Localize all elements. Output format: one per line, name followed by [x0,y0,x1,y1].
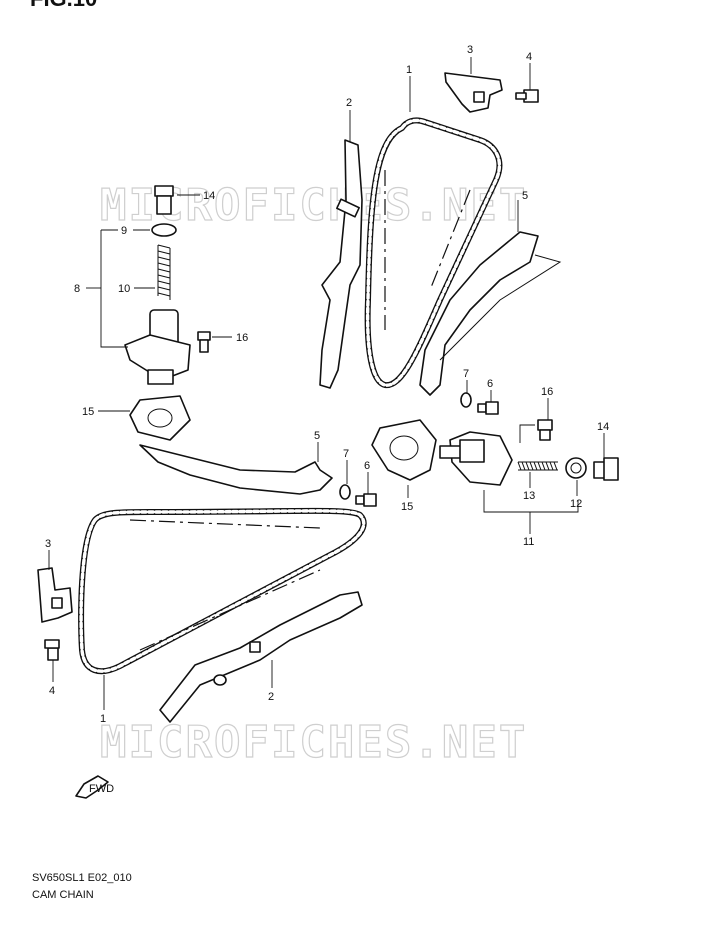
chain-guide-bottom [159,591,363,723]
chain-tensioner-body [124,309,191,385]
callout-2-top: 2 [346,97,352,109]
callout-16-right: 16 [541,386,553,398]
callout-9: 9 [121,225,127,237]
callout-7-right: 7 [463,368,469,380]
chain-tensioner-body-right [439,431,513,486]
washer-mid [339,484,351,500]
bracket-line-11 [483,490,579,513]
bolt-mid [355,493,377,507]
fwd-label: FWD [89,783,114,795]
cam-chain-top [364,117,503,389]
callout-15-left: 15 [82,406,94,418]
washer-right [460,392,472,408]
tensioner-spring [157,244,171,300]
callout-2-bottom: 2 [268,691,274,703]
callout-6-right: 6 [487,378,493,390]
bolt-bottom [44,639,60,661]
callout-5-right: 5 [522,190,528,202]
chain-guide-top [319,139,363,389]
callout-14-left: 14 [203,190,215,202]
callout-15-mid: 15 [401,501,413,513]
chain-tensioner-guide-left [139,444,333,495]
watermark-bottom: MICROFICHES.NET [100,717,527,768]
callout-13: 13 [523,490,535,502]
callout-7-mid: 7 [343,448,349,460]
tensioner-gasket-left [129,395,191,441]
callout-4-bottom: 4 [49,685,55,697]
callout-1-bottom: 1 [100,713,106,725]
callout-1-top: 1 [406,64,412,76]
callout-3-top: 3 [467,44,473,56]
chain-tensioner-guide-right [419,231,562,396]
tensioner-bolt-right [537,419,553,441]
bracket-line-8 [100,230,128,348]
tensioner-bolt-left [197,331,211,353]
bolt-top [515,89,539,103]
callout-3-bottom: 3 [45,538,51,550]
callout-14-right: 14 [597,421,609,433]
callout-4-top: 4 [526,51,532,63]
tensioner-gasket-right [371,419,437,481]
figure-title: FIG.10 [30,0,97,12]
tensioner-cap-bolt [154,185,174,215]
bolt-right [477,401,499,415]
gasket-washer [151,223,177,237]
section-title: CAM CHAIN [32,889,94,901]
callout-10: 10 [118,283,130,295]
fwd-arrow-icon: FWD [75,775,114,799]
cam-chain-bottom [78,507,367,675]
callout-12: 12 [570,498,582,510]
chain-guide-bracket-bottom [37,567,73,623]
callout-8: 8 [74,283,80,295]
chain-guide-bracket-top [444,72,503,113]
tensioner-cap-bolt-right [593,457,619,481]
gasket-washer-right [565,457,587,479]
tensioner-spring-right [517,461,558,471]
callout-11: 11 [523,536,534,548]
callout-5-left: 5 [314,430,320,442]
callout-16-left: 16 [236,332,248,344]
model-code: SV650SL1 E02_010 [32,872,132,884]
callout-6-mid: 6 [364,460,370,472]
